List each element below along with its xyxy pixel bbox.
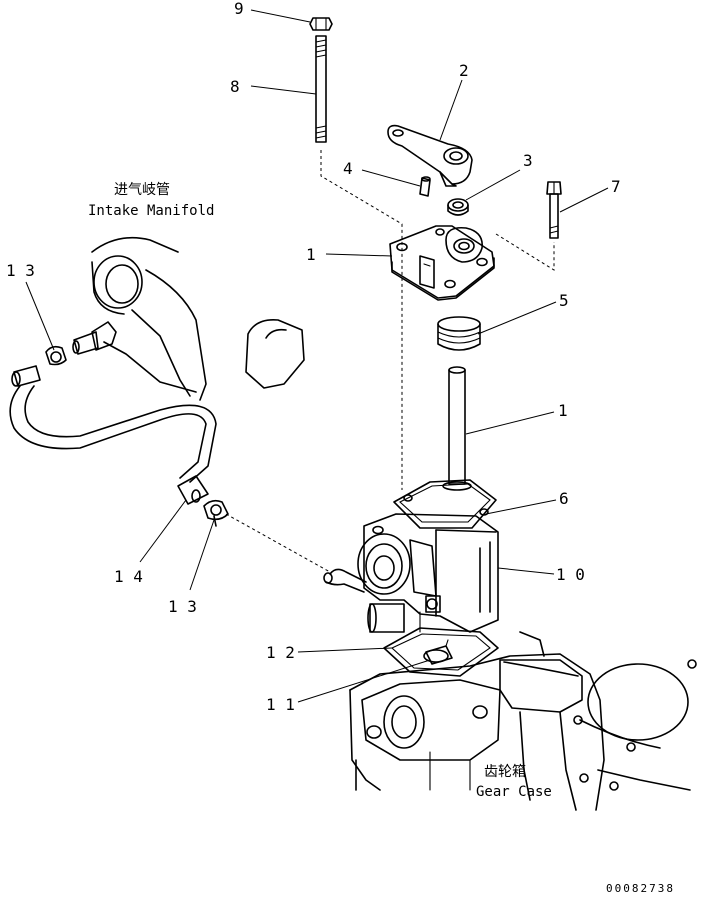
- part-8-stud: [315, 35, 327, 143]
- gear-case-flange: [579, 659, 697, 791]
- callout-5: 5: [559, 291, 569, 310]
- callout-numbers: 9 8 2 4 3 7 1 5 1 6 1 0 1 2 1 1 1 3 1 4 …: [6, 0, 621, 714]
- document-number: 00082738: [606, 882, 675, 895]
- part-1-cover: [389, 225, 495, 301]
- part-7-bolt: [546, 181, 562, 239]
- intake-manifold-label-cn: 进气岐管: [114, 182, 170, 198]
- intake-fitting: [72, 321, 117, 355]
- callout-10: 1 0: [556, 565, 585, 584]
- callout-3: 3: [523, 151, 533, 170]
- intake-manifold: [91, 236, 305, 401]
- part-2-lever: [387, 124, 473, 187]
- part-3-bushing: [447, 198, 469, 216]
- callout-7: 7: [611, 177, 621, 196]
- gear-case-label-en: Gear Case: [476, 784, 552, 800]
- callout-9: 9: [234, 0, 244, 18]
- part-9-nut: [309, 17, 333, 31]
- gear-case-label-cn: 齿轮箱: [484, 764, 526, 780]
- callout-14: 1 4: [114, 567, 143, 586]
- callout-12: 1 2: [266, 643, 295, 662]
- assembly-line-pipe: [225, 513, 331, 573]
- callout-2: 2: [459, 61, 469, 80]
- component-labels: 进气岐管 Intake Manifold 齿轮箱 Gear Case: [88, 182, 552, 800]
- callout-1-shaft: 1: [558, 401, 568, 420]
- callout-13-upper: 1 3: [6, 261, 35, 280]
- part-10-pump-body: [357, 513, 499, 633]
- gear-case: [349, 631, 605, 811]
- intake-manifold-label-en: Intake Manifold: [88, 203, 214, 219]
- leader-lines: [25, 9, 609, 703]
- assembly-line-stud: [320, 150, 403, 490]
- part-6-gasket: [393, 479, 497, 529]
- part-13-clamp-lower: [203, 499, 229, 527]
- part-5-oil-seal: [437, 316, 481, 351]
- callout-8: 8: [230, 77, 240, 96]
- part-1-shaft: [442, 366, 472, 491]
- callout-11: 1 1: [266, 695, 295, 714]
- callout-13-lower: 1 3: [168, 597, 197, 616]
- callout-6: 6: [559, 489, 569, 508]
- pump-inlet-pipe: [323, 568, 367, 593]
- callout-4: 4: [343, 159, 353, 178]
- callout-1-cover: 1: [306, 245, 316, 264]
- assembly-line-bolt: [495, 233, 555, 271]
- part-4-pin: [419, 176, 431, 197]
- part-14-hose: [9, 365, 217, 505]
- part-13-clamp-upper: [45, 345, 67, 366]
